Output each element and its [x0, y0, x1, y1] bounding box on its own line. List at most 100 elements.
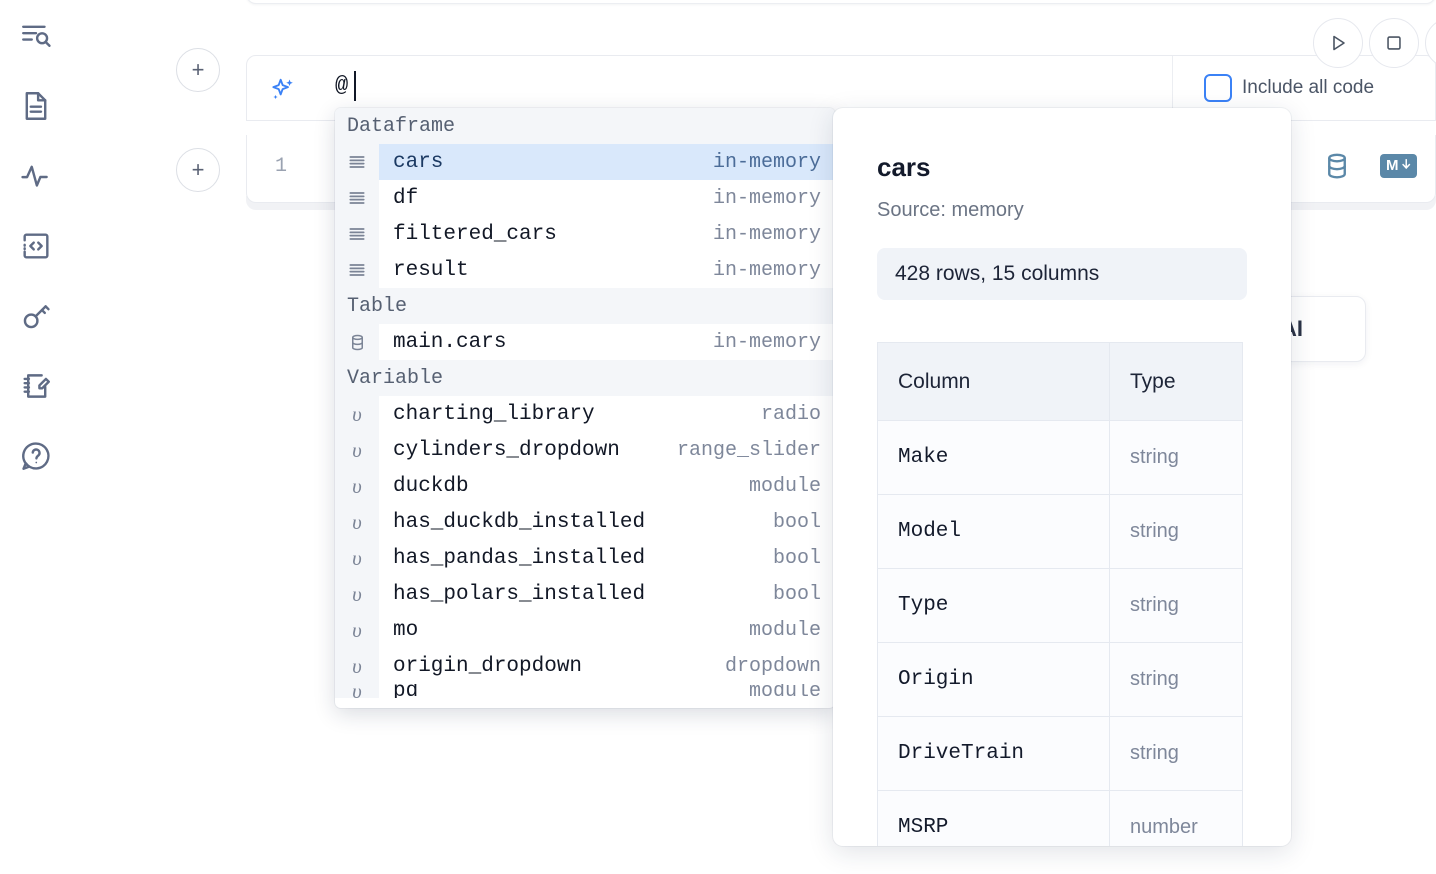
- dataframe-icon: [335, 144, 379, 180]
- autocomplete-group-heading: Variable: [335, 360, 835, 396]
- autocomplete-item-label: cars: [393, 150, 444, 174]
- dataframe-info-panel: cars Source: memory 428 rows, 15 columns…: [833, 108, 1291, 846]
- markdown-icon[interactable]: M: [1380, 154, 1417, 178]
- variable-icon: υ: [335, 612, 379, 648]
- schema-column-type: number: [1109, 790, 1243, 846]
- autocomplete-group-heading: Table: [335, 288, 835, 324]
- schema-column-name: Type: [877, 568, 1110, 643]
- outline-search-icon[interactable]: [14, 14, 58, 58]
- markdown-letter: M: [1386, 157, 1399, 174]
- add-cell-button-top[interactable]: +: [176, 48, 220, 92]
- dataframe-icon: [335, 180, 379, 216]
- autocomplete-item[interactable]: υ cylinders_dropdown range_slider: [335, 432, 835, 468]
- plus-icon: +: [191, 57, 205, 82]
- autocomplete-item-meta: radio: [760, 402, 821, 426]
- autocomplete-item-label: has_pandas_installed: [393, 546, 646, 570]
- autocomplete-item-label: pd: [393, 684, 419, 698]
- variable-icon: υ: [335, 504, 379, 540]
- dataframe-icon: [335, 216, 379, 252]
- autocomplete-item-label: df: [393, 186, 419, 210]
- autocomplete-item-meta: in-memory: [712, 330, 821, 354]
- autocomplete-item-meta: module: [748, 618, 821, 642]
- add-cell-button-bottom[interactable]: +: [176, 148, 220, 192]
- variable-icon: υ: [335, 396, 379, 432]
- autocomplete-item[interactable]: υ has_polars_installed bool: [335, 576, 835, 612]
- column-header-type: Type: [1109, 342, 1243, 421]
- sidebar-icon-rail: [0, 0, 72, 874]
- checkbox-box[interactable]: [1204, 74, 1232, 102]
- help-chat-icon[interactable]: [14, 434, 58, 478]
- autocomplete-item-label: has_duckdb_installed: [393, 510, 646, 534]
- line-number: 1: [275, 155, 288, 178]
- file-document-icon[interactable]: [14, 84, 58, 128]
- autocomplete-item-label: origin_dropdown: [393, 654, 583, 678]
- key-icon[interactable]: [14, 294, 58, 338]
- autocomplete-item-label: cylinders_dropdown: [393, 438, 620, 462]
- autocomplete-item-meta: dropdown: [724, 654, 821, 678]
- autocomplete-item-label: has_polars_installed: [393, 582, 646, 606]
- autocomplete-item-meta: bool: [772, 582, 821, 606]
- variable-icon: υ: [335, 432, 379, 468]
- schema-column-name: Model: [877, 494, 1110, 569]
- database-icon[interactable]: [1322, 151, 1352, 181]
- schema-column-name: Make: [877, 420, 1110, 495]
- plus-icon: +: [191, 157, 205, 182]
- table-header-row: Column Type: [877, 342, 1243, 421]
- ai-prompt-input[interactable]: @: [335, 73, 349, 98]
- schema-column-name: Origin: [877, 642, 1110, 717]
- autocomplete-item[interactable]: main.cars in-memory: [335, 324, 835, 360]
- autocomplete-item-meta: in-memory: [712, 186, 821, 210]
- variable-icon: υ: [335, 684, 379, 698]
- variable-icon: υ: [335, 468, 379, 504]
- variable-icon: υ: [335, 576, 379, 612]
- prompt-divider: [1172, 56, 1173, 122]
- include-all-code-checkbox[interactable]: Include all code: [1204, 74, 1374, 102]
- run-button[interactable]: [1313, 18, 1363, 68]
- autocomplete-item-meta: module: [748, 684, 821, 698]
- autocomplete-item-label: result: [393, 258, 469, 282]
- schema-column-type: string: [1109, 568, 1243, 643]
- schema-column-type: string: [1109, 642, 1243, 717]
- code-snippet-icon[interactable]: [14, 224, 58, 268]
- panel-title: cars: [877, 152, 931, 182]
- schema-column-type: string: [1109, 716, 1243, 791]
- autocomplete-item[interactable]: df in-memory: [335, 180, 835, 216]
- autocomplete-item-meta: module: [748, 474, 821, 498]
- autocomplete-item-meta: bool: [772, 546, 821, 570]
- autocomplete-item-label: main.cars: [393, 330, 507, 354]
- schema-column-type: string: [1109, 420, 1243, 495]
- autocomplete-item-label: mo: [393, 618, 419, 642]
- autocomplete-item-label: filtered_cars: [393, 222, 557, 246]
- stop-button[interactable]: [1369, 18, 1419, 68]
- schema-column-name: MSRP: [877, 790, 1110, 846]
- dataframe-icon: [335, 252, 379, 288]
- previous-cell-card-edge: [246, 0, 1436, 4]
- autocomplete-item-meta: range_slider: [676, 438, 821, 462]
- panel-stats-badge: 428 rows, 15 columns: [877, 248, 1247, 300]
- schema-column-type: string: [1109, 494, 1243, 569]
- autocomplete-item[interactable]: υ origin_dropdown dropdown: [335, 648, 835, 684]
- autocomplete-item-label: duckdb: [393, 474, 469, 498]
- notebook-edit-icon[interactable]: [14, 364, 58, 408]
- column-header-column: Column: [877, 342, 1110, 421]
- autocomplete-group-heading: Dataframe: [335, 108, 835, 144]
- activity-pulse-icon[interactable]: [14, 154, 58, 198]
- variable-icon: υ: [335, 648, 379, 684]
- text-caret: [354, 71, 356, 101]
